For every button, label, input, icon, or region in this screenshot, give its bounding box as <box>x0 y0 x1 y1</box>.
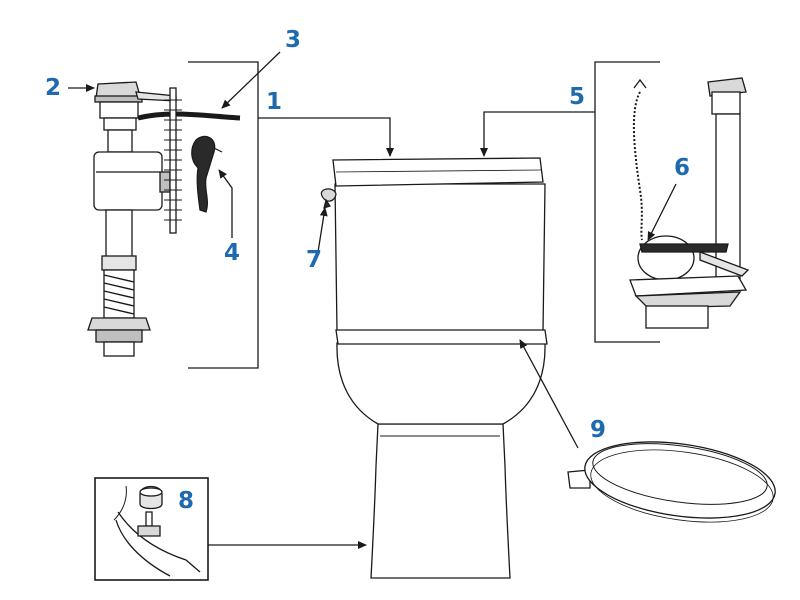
toilet <box>332 157 548 579</box>
callout-7[interactable]: 7 <box>306 247 323 273</box>
callout-8[interactable]: 8 <box>178 488 195 514</box>
toilet-seat[interactable] <box>567 431 780 532</box>
flush-valve-leaders <box>647 183 677 241</box>
callout-1[interactable]: 1 <box>266 89 283 115</box>
bolt-cap-inset[interactable] <box>94 477 209 581</box>
callout-3[interactable]: 3 <box>285 27 302 53</box>
refill-clip[interactable] <box>191 135 223 213</box>
fill-valve[interactable] <box>87 81 241 357</box>
callout-2[interactable]: 2 <box>45 75 62 101</box>
flush-valve[interactable] <box>629 77 750 329</box>
flush-valve-bracket <box>480 61 660 343</box>
fill-valve-bracket <box>188 61 394 369</box>
trip-lever[interactable] <box>320 188 337 209</box>
callout-5[interactable]: 5 <box>569 84 586 110</box>
seat-leader <box>519 339 579 449</box>
callout-6[interactable]: 6 <box>674 155 691 181</box>
fill-valve-leaders <box>68 51 281 238</box>
trip-lever-leader <box>317 207 328 253</box>
callout-4[interactable]: 4 <box>224 240 241 266</box>
callout-9[interactable]: 9 <box>590 417 607 443</box>
